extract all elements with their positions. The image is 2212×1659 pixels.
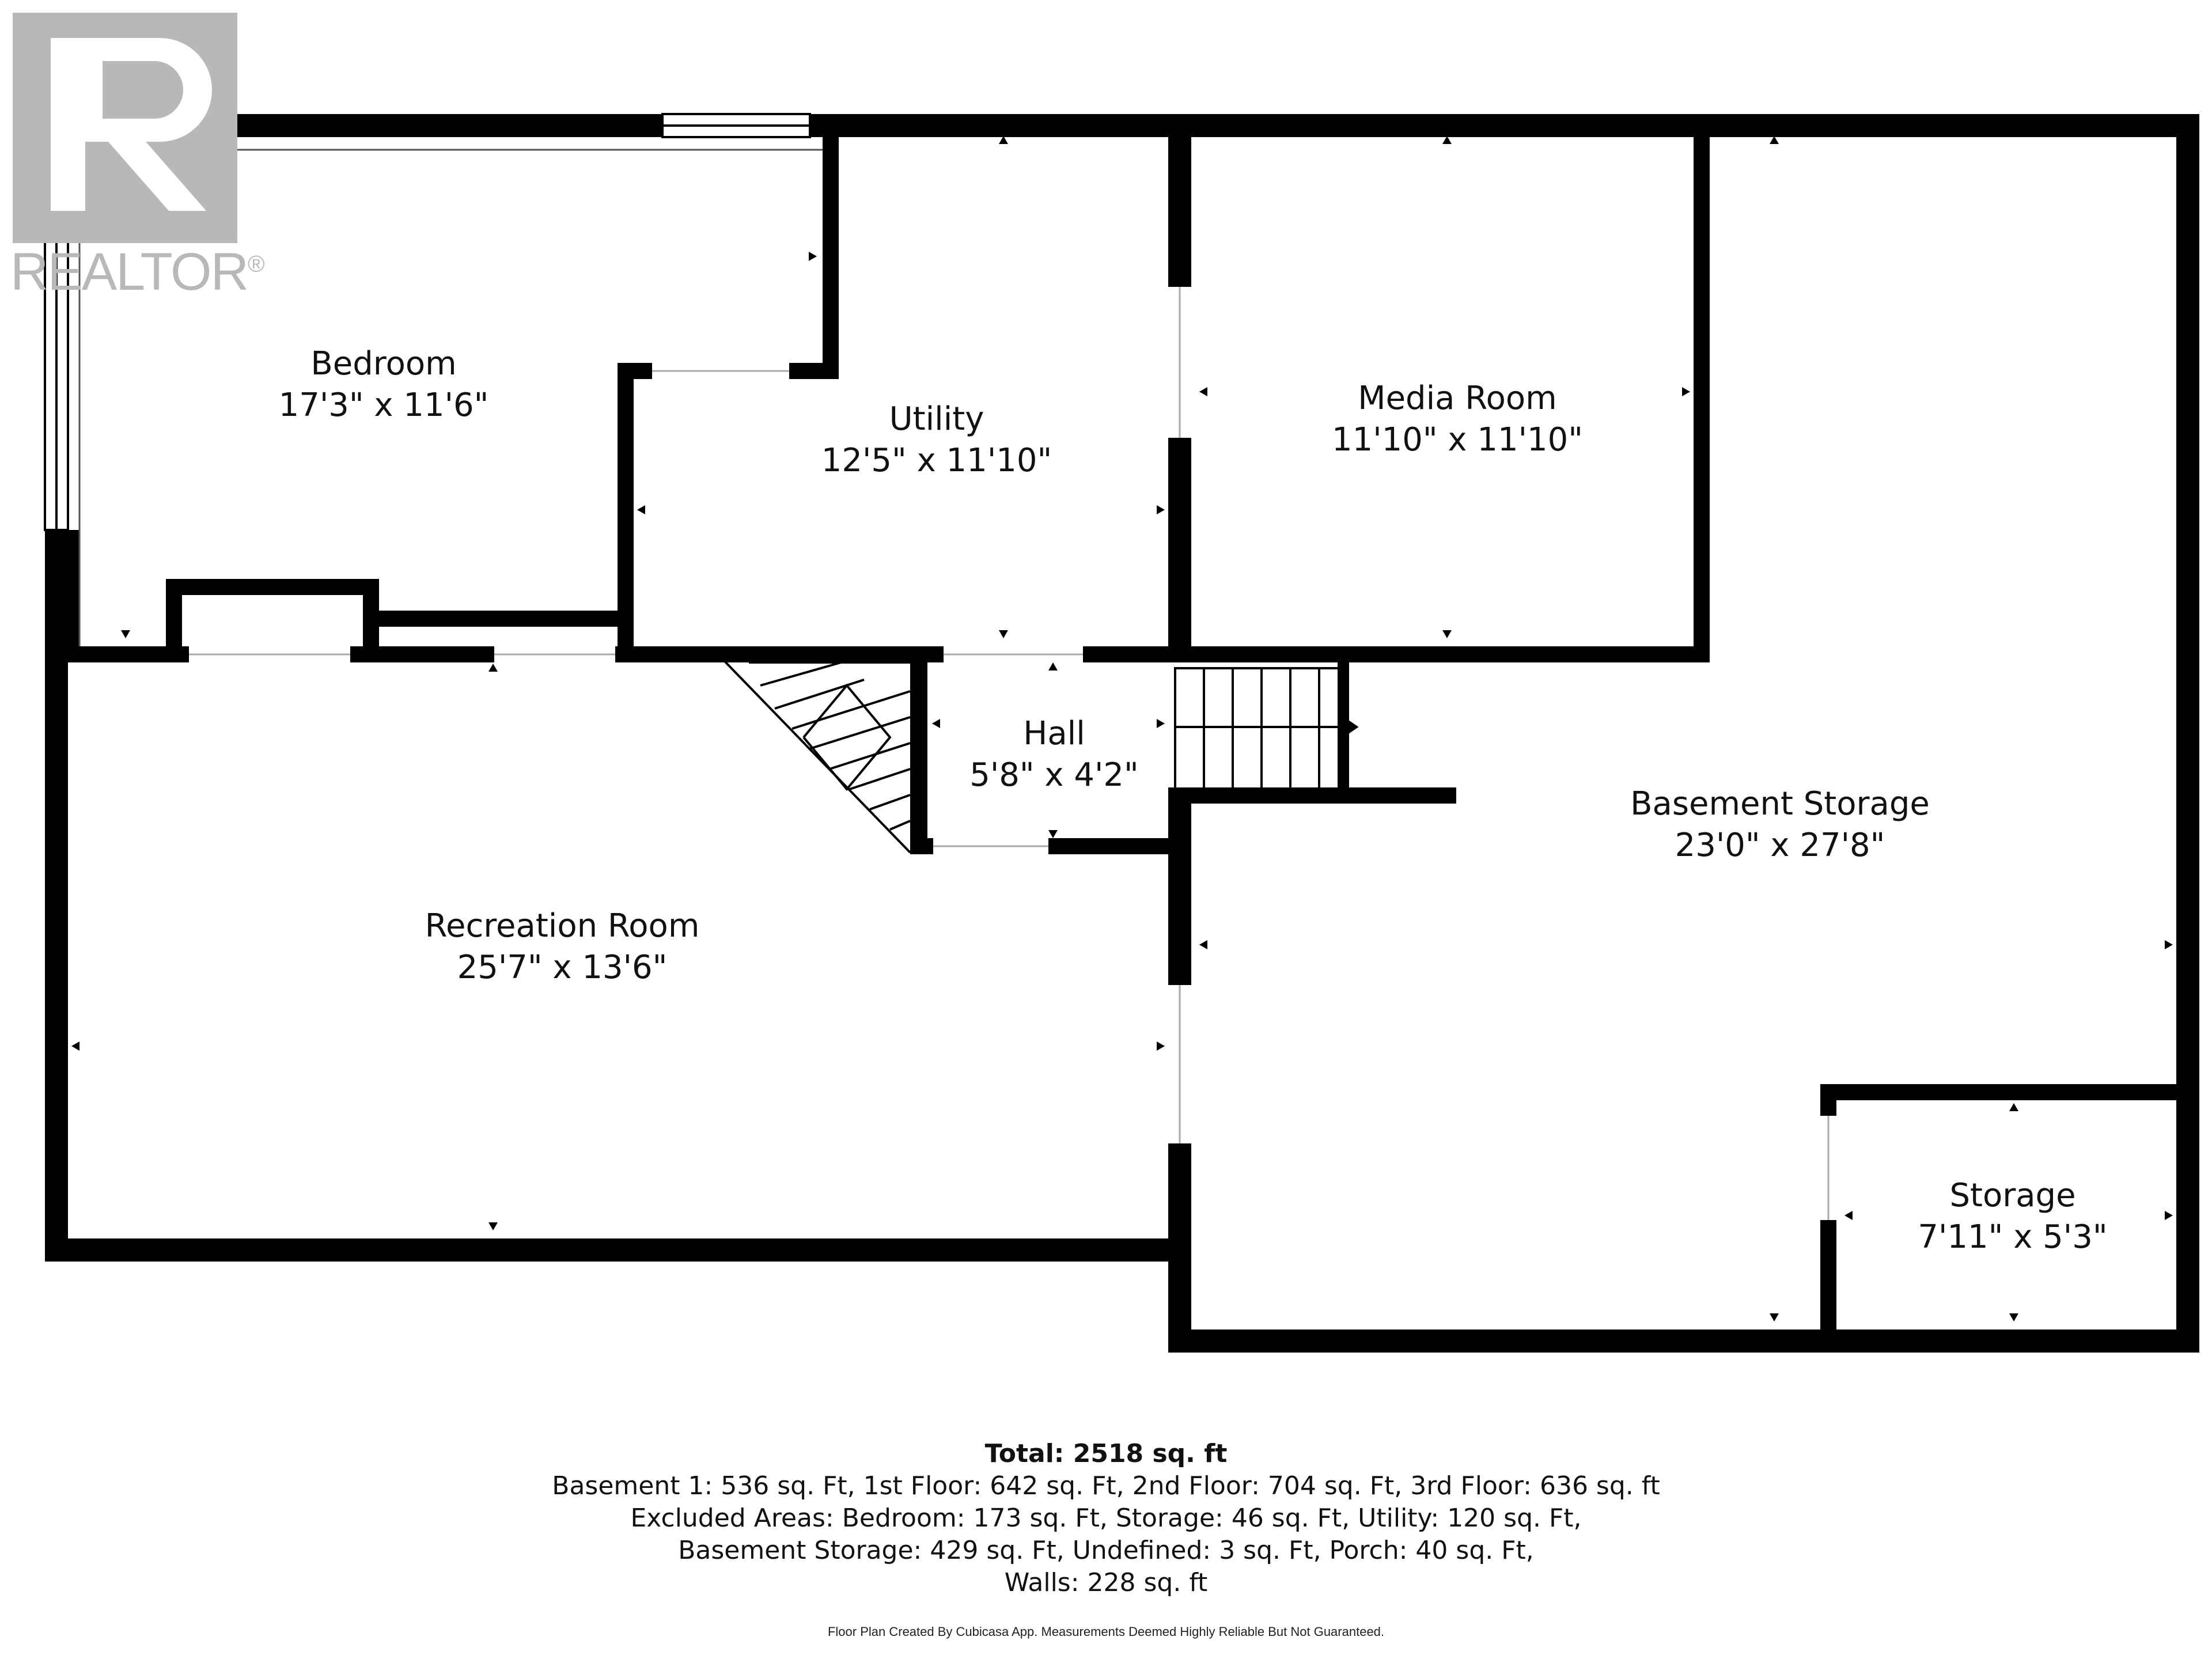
excluded-areas-2: Basement Storage: 429 sq. Ft, Undefined:…	[678, 1536, 1534, 1565]
wall-hall-bottom-right	[1048, 838, 1175, 854]
room-label-recreation: Recreation Room 25'7" x 13'6"	[425, 906, 700, 988]
room-label-utility: Utility 12'5" x 11'10"	[821, 399, 1052, 482]
door-openings	[189, 287, 1830, 1220]
room-name: Basement Storage	[1630, 785, 1930, 823]
wall-storage-left-lower	[1820, 1220, 1836, 1353]
wall-closet-shelf	[363, 611, 622, 627]
wall-top-right	[810, 114, 2199, 137]
room-size: 23'0" x 27'8"	[1675, 827, 1885, 864]
room-label-basement-storage: Basement Storage 23'0" x 27'8"	[1630, 783, 1930, 866]
room-name: Hall	[1023, 715, 1085, 752]
excluded-areas-1: Excluded Areas: Bedroom: 173 sq. Ft, Sto…	[630, 1503, 1582, 1533]
wall-hall-left	[910, 657, 927, 853]
room-size: 25'7" x 13'6"	[457, 949, 668, 986]
room-name: Media Room	[1358, 380, 1557, 417]
room-size: 17'3" x 11'6"	[278, 387, 489, 424]
floor-areas: Basement 1: 536 sq. Ft, 1st Floor: 642 s…	[552, 1471, 1660, 1501]
wall-closet-top	[166, 579, 379, 595]
wall-bottom-right	[1168, 1330, 2199, 1353]
room-label-bedroom: Bedroom 17'3" x 11'6"	[279, 343, 489, 426]
wall-media-right	[1694, 114, 1710, 658]
wall-rec-top-3	[615, 646, 944, 662]
room-size: 11'10" x 11'10"	[1331, 421, 1584, 459]
wall-bedroom-utility-upper	[823, 114, 839, 379]
window-top	[661, 113, 811, 138]
window-left	[44, 211, 69, 531]
wall-rec-top-2	[350, 646, 494, 662]
total-area: Total: 2518 sq. ft	[984, 1439, 1228, 1468]
room-name: Recreation Room	[425, 907, 700, 945]
diagonal-stairs	[724, 660, 911, 854]
wall-right	[2176, 114, 2199, 1353]
area-totals: Total: 2518 sq. ft Basement 1: 536 sq. F…	[0, 1438, 2212, 1599]
wall-hall-bottom-left	[910, 838, 933, 854]
wall-media-bottom	[1175, 646, 1710, 662]
room-size: 7'11" x 5'3"	[1918, 1218, 2108, 1256]
walls-area: Walls: 228 sq. ft	[1004, 1568, 1208, 1597]
disclaimer: Floor Plan Created By Cubicasa App. Meas…	[827, 1624, 1385, 1639]
realtor-logo-text: REALTOR®	[10, 243, 265, 301]
room-name: Storage	[1949, 1177, 2076, 1214]
wall-utility-media-upper	[1168, 114, 1191, 287]
wall-bottom-left	[45, 1238, 1191, 1262]
wall-rec-top-4	[1083, 646, 1169, 662]
room-label-hall: Hall 5'8" x 4'2"	[969, 713, 1139, 796]
room-label-storage: Storage 7'11" x 5'3"	[1918, 1175, 2107, 1258]
room-name: Utility	[889, 400, 984, 438]
realtor-logo-mark	[13, 13, 237, 243]
wall-hall-basement	[1168, 789, 1191, 985]
wall-bedroom-utility-step	[789, 363, 839, 379]
wall-storage-top	[1820, 1084, 2199, 1100]
room-name: Bedroom	[310, 345, 457, 382]
room-size: 12'5" x 11'10"	[821, 442, 1052, 479]
wall-rec-basement-lower	[1168, 1143, 1191, 1353]
wall-storage-left-upper	[1820, 1084, 1836, 1116]
room-size: 5'8" x 4'2"	[969, 756, 1139, 794]
room-label-media: Media Room 11'10" x 11'10"	[1332, 378, 1583, 461]
straight-stairs	[1174, 667, 1359, 790]
wall-utility-media-lower	[1168, 438, 1191, 662]
wall-rec-top-1	[68, 646, 189, 662]
wall-left-bedroom-bottom	[45, 530, 79, 662]
